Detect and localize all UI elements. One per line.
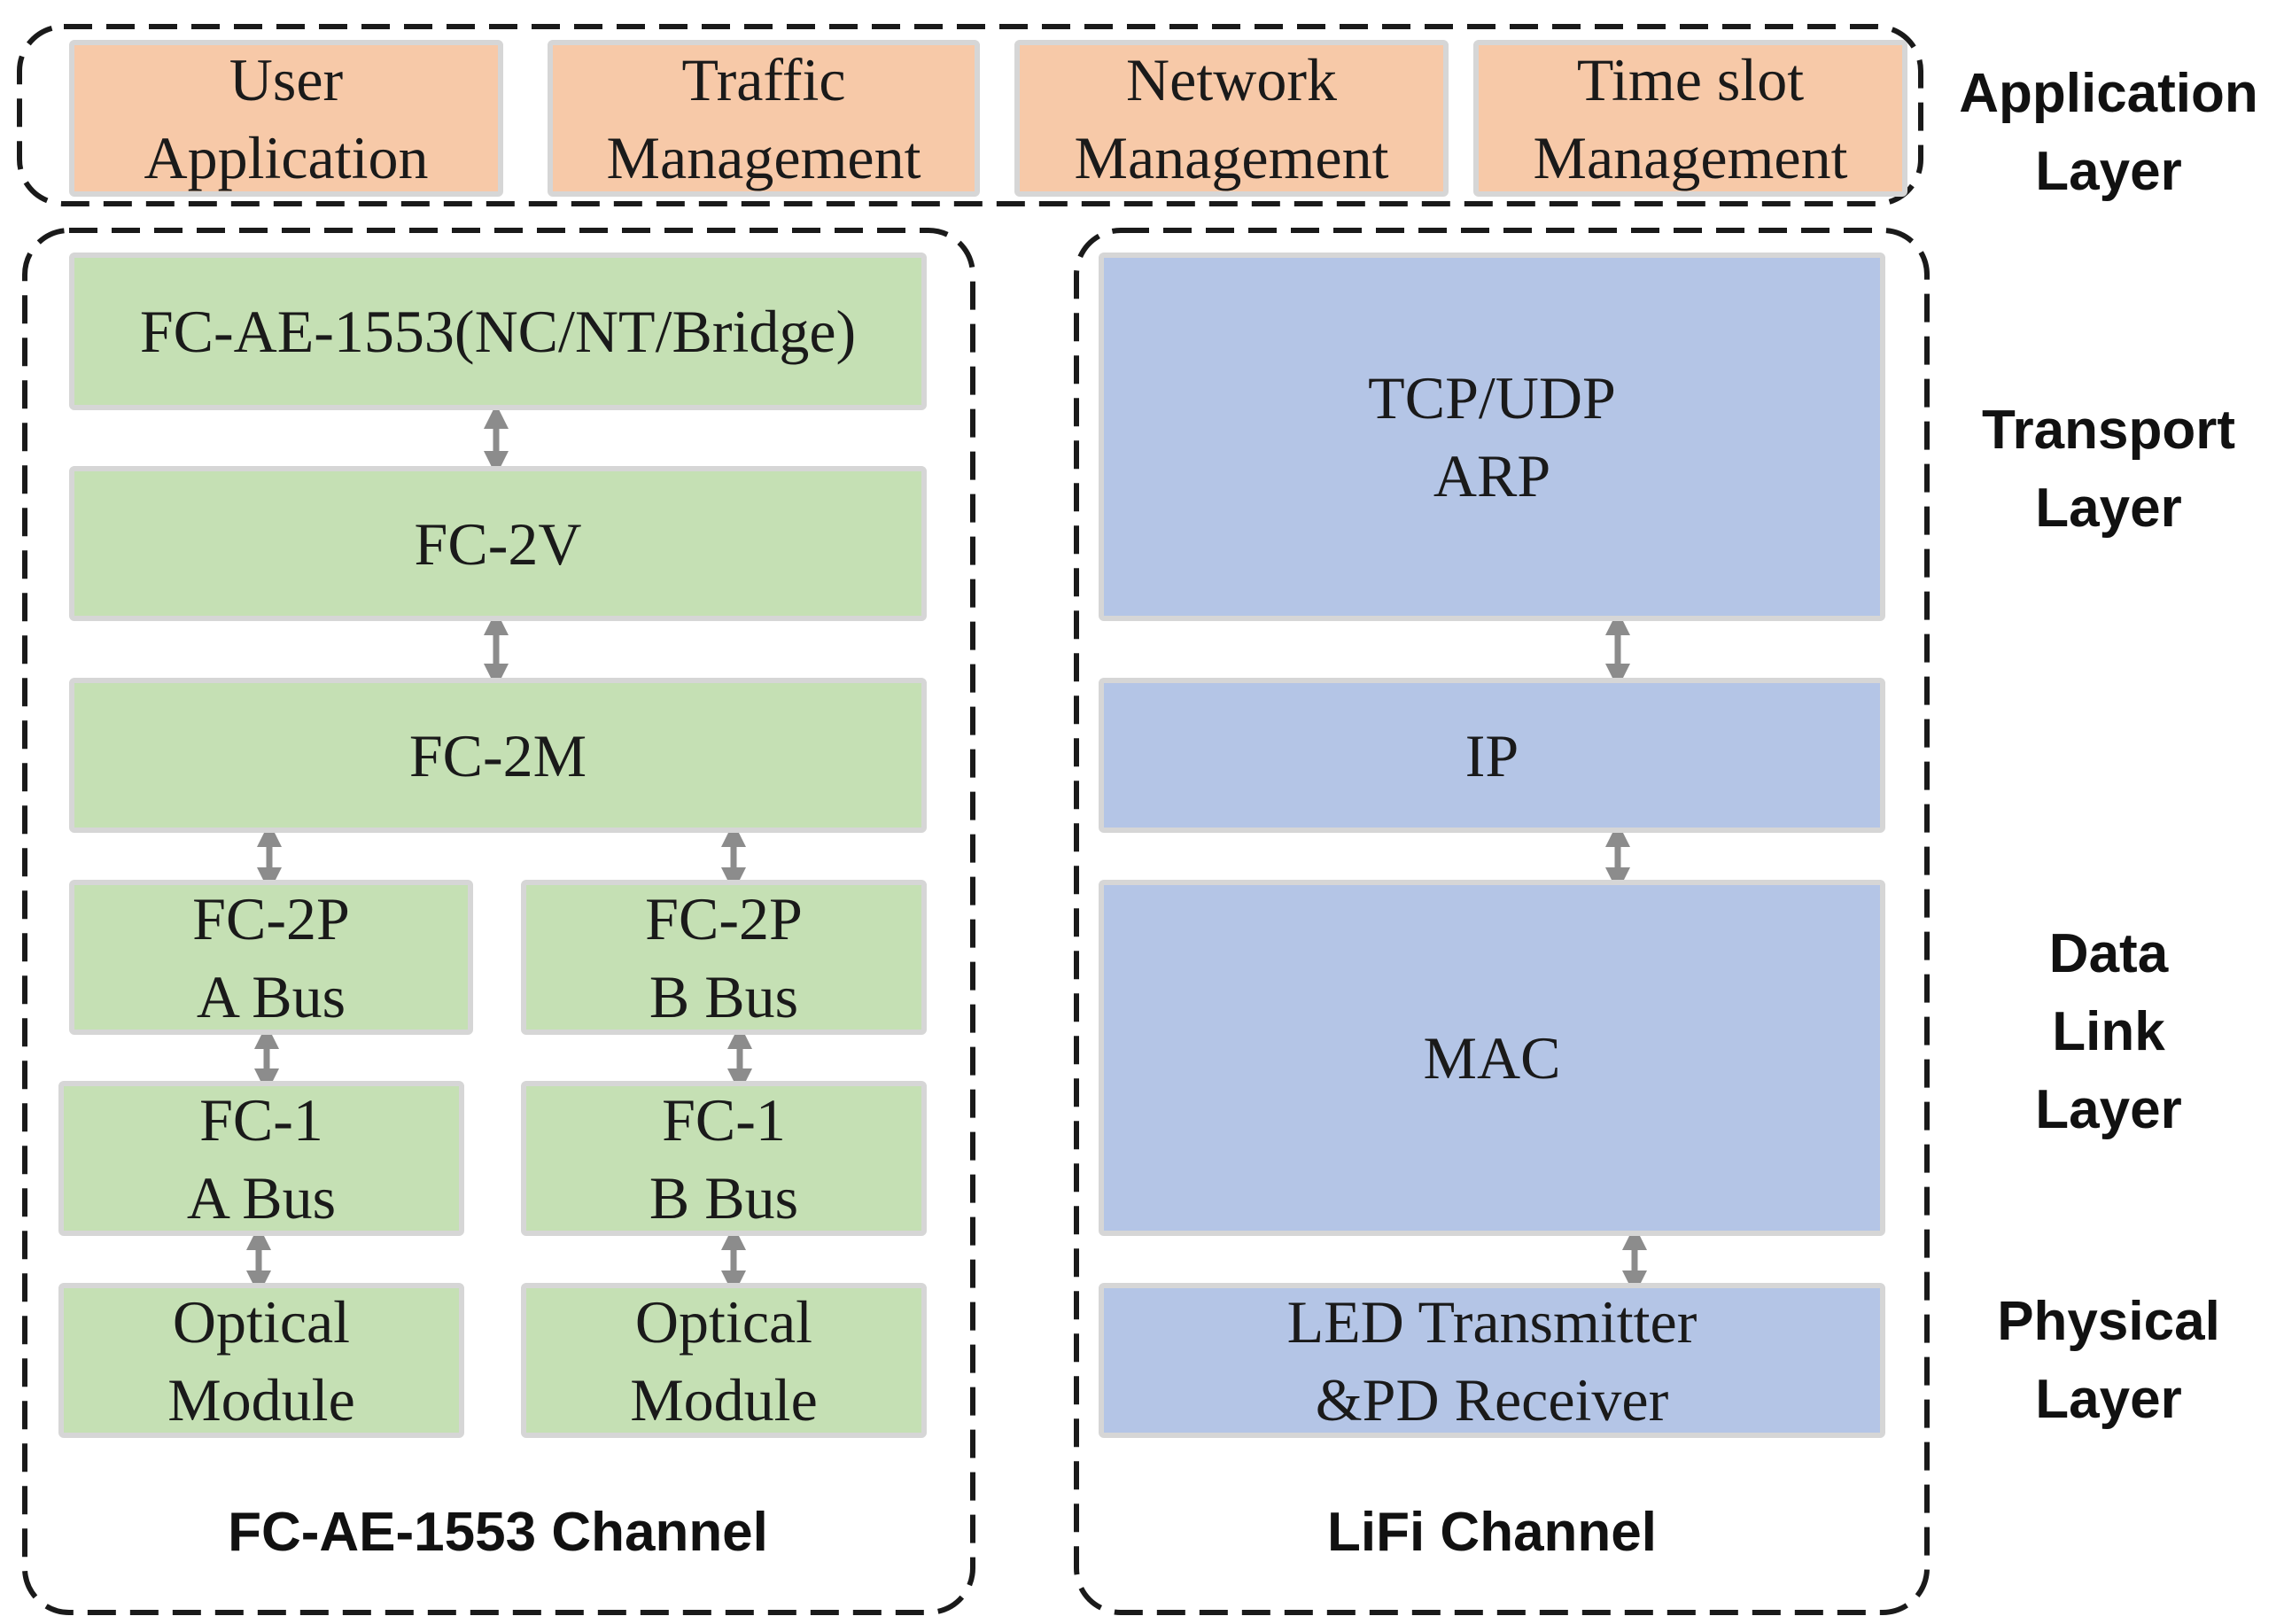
mac-block: MAC [1099,880,1885,1236]
fc-1-b-bus-block: FC-1 B Bus [521,1081,927,1236]
data-link-layer-line3: Layer [2035,1079,2182,1140]
application-layer-label: Application Layer [1940,44,2277,221]
fc-2p-a-line2: A Bus [196,962,346,1030]
led-line1: LED Transmitter [1286,1287,1697,1356]
fc-2v-label: FC-2V [414,509,582,578]
time-slot-management-line1: Time slot [1576,45,1805,113]
network-management-block: Network Management [1014,40,1449,197]
application-layer-line1: Application [1959,63,2258,124]
application-layer-line2: Layer [2035,141,2182,202]
tcp-udp-line1: TCP/UDP [1368,364,1616,431]
optical-module-a-line1: Optical [172,1287,351,1356]
fc-ae-1553-channel-title-text: FC-AE-1553 Channel [228,1502,768,1563]
transport-layer-line1: Transport [1982,400,2235,461]
fc-1-a-bus-block: FC-1 A Bus [58,1081,464,1236]
optical-module-b-block: Optical Module [521,1283,927,1438]
fc-ae-1553-channel-title: FC-AE-1553 Channel [69,1488,927,1577]
fc-ae-1553-block: FC-AE-1553(NC/NT/Bridge) [69,253,927,410]
optical-module-a-block: Optical Module [58,1283,464,1438]
network-management-line1: Network [1126,45,1337,113]
lifi-channel-title-text: LiFi Channel [1327,1502,1657,1563]
optical-module-b-line1: Optical [634,1287,813,1356]
traffic-management-line1: Traffic [681,45,846,113]
time-slot-management-block: Time slot Management [1473,40,1907,197]
optical-module-b-line2: Module [630,1365,818,1434]
network-management-line2: Management [1074,123,1389,191]
fc-1-a-line1: FC-1 [199,1085,323,1154]
user-application-line2: Application [144,123,429,191]
led-line2: &PD Receiver [1315,1365,1669,1434]
fc-2m-label: FC-2M [408,721,587,789]
tcp-udp-arp-block: TCP/UDP ARP [1099,253,1885,621]
data-link-layer-line1: Data [2048,923,2169,984]
fc-2p-a-line1: FC-2P [192,884,350,952]
time-slot-management-line2: Management [1533,123,1848,191]
fc-2p-a-bus-block: FC-2P A Bus [69,880,473,1035]
physical-layer-line2: Layer [2035,1369,2182,1430]
fc-1-a-line2: A Bus [186,1163,337,1232]
fc-2p-b-bus-block: FC-2P B Bus [521,880,927,1035]
fc-ae-1553-channel-container [22,228,975,1615]
fc-2p-b-line1: FC-2P [645,884,803,952]
transport-layer-label: Transport Layer [1940,381,2277,558]
user-application-line1: User [229,45,344,113]
fc-1-b-line2: B Bus [649,1163,799,1232]
fc-ae-1553-label: FC-AE-1553(NC/NT/Bridge) [139,298,857,365]
led-transmitter-block: LED Transmitter &PD Receiver [1099,1283,1885,1438]
data-link-layer-label: Data Link Layer [1940,904,2277,1161]
fc-2m-block: FC-2M [69,678,927,833]
fc-2p-b-line2: B Bus [649,962,799,1030]
transport-layer-line2: Layer [2035,478,2182,539]
ip-label: IP [1464,721,1519,789]
mac-label: MAC [1423,1024,1561,1092]
lifi-channel-container [1074,228,1930,1615]
physical-layer-line1: Physical [1997,1291,2220,1352]
ip-block: IP [1099,678,1885,833]
optical-module-a-line2: Module [167,1365,355,1434]
application-layer-container [17,24,1923,206]
tcp-udp-line2: ARP [1433,442,1551,509]
user-application-block: User Application [69,40,503,197]
fc-1-b-line1: FC-1 [662,1085,786,1154]
data-link-layer-line2: Link [2052,1001,2165,1062]
traffic-management-line2: Management [606,123,921,191]
physical-layer-label: Physical Layer [1940,1272,2277,1449]
traffic-management-block: Traffic Management [548,40,980,197]
lifi-channel-title: LiFi Channel [1099,1488,1885,1577]
fc-2v-block: FC-2V [69,466,927,621]
